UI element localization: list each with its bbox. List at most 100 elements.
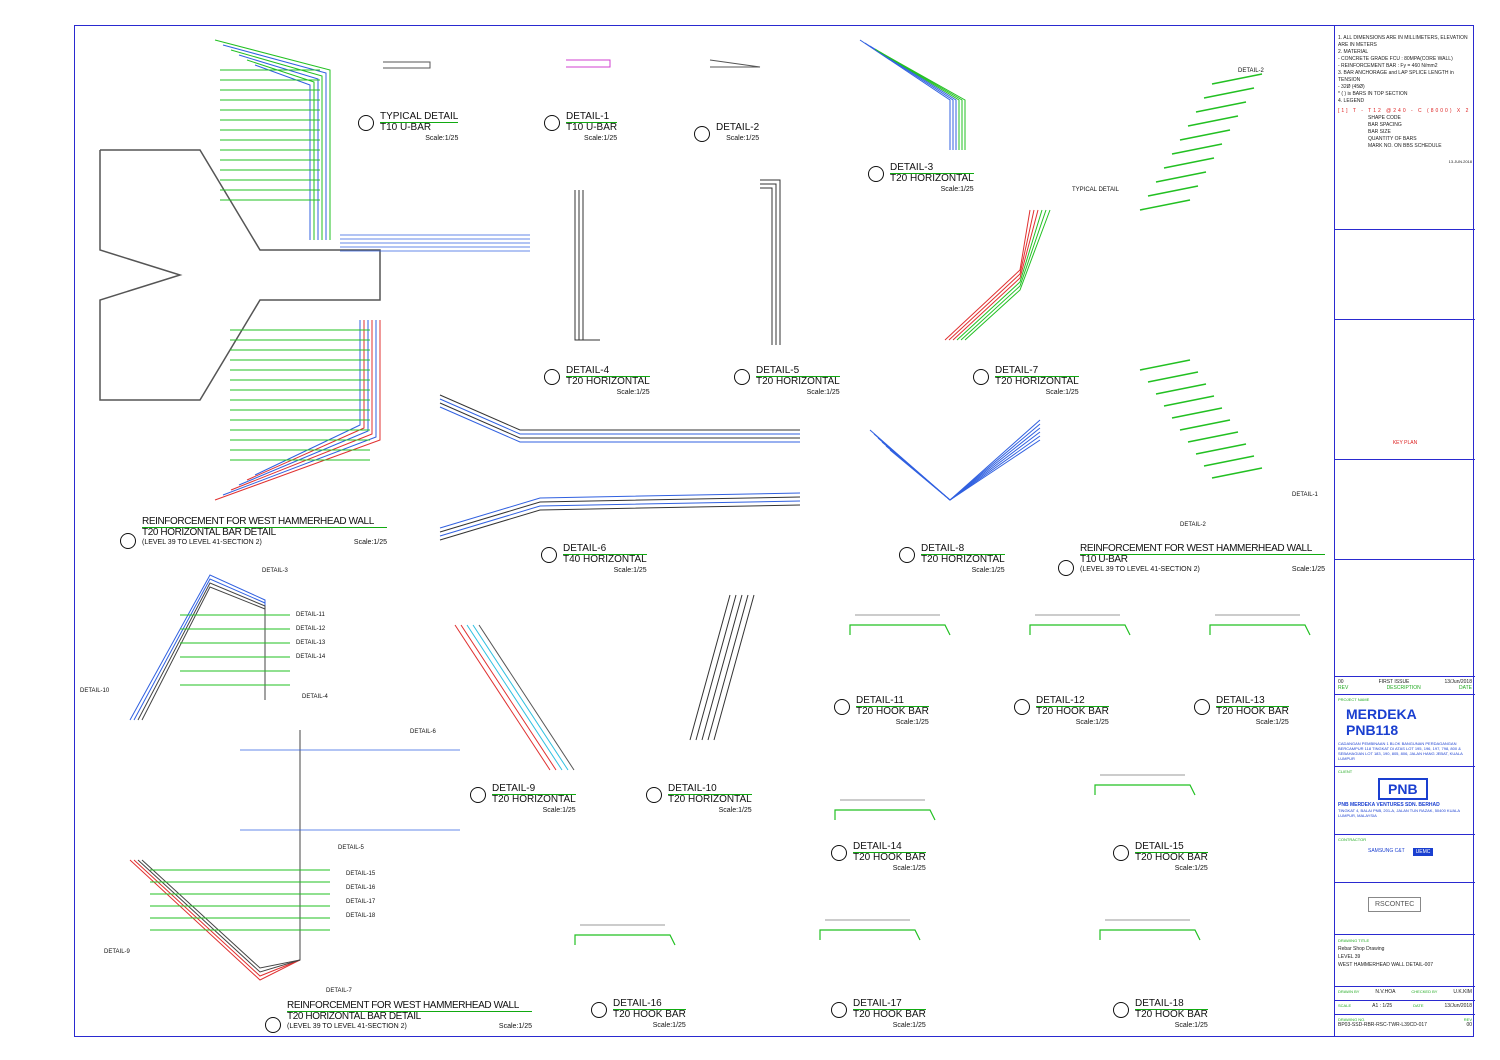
u-bar: [1211, 73, 1263, 85]
label: SCALE: [1338, 1003, 1352, 1008]
u-bar: [1147, 185, 1199, 197]
callout-label: DETAIL-14: [296, 654, 326, 660]
title: DETAIL-2: [716, 122, 760, 133]
drawing-number: BP03-SSD-RBR-RSC-TWR-L39CD-017: [1338, 1022, 1427, 1028]
subtitle: T20 HORIZONTAL BAR DETAIL: [142, 527, 387, 538]
callout-label: DETAIL-18: [346, 913, 376, 919]
detail-marker: [834, 699, 850, 715]
detail-marker: [868, 166, 884, 182]
hook-bar: [819, 929, 921, 941]
subcontractor-logo: RSCONTEC: [1368, 897, 1422, 912]
subtitle: T20 HORIZONTAL: [756, 376, 840, 387]
title: DETAIL-3: [890, 162, 934, 173]
scale: A1 : 1/25: [1372, 1003, 1393, 1009]
section-bar: [141, 730, 301, 969]
detail-bar: [439, 504, 801, 541]
detail-bar: [873, 433, 1041, 501]
detail-bar: [760, 183, 777, 345]
detail-bar: [760, 187, 773, 345]
detail-bar: [889, 419, 1041, 501]
section-bar: [129, 574, 266, 721]
detail-marker: [265, 1017, 281, 1033]
general-notes: 1. ALL DIMENSIONS ARE IN MILLIMETERS, EL…: [1335, 25, 1475, 230]
detail-marker: [1014, 699, 1030, 715]
detail-bar: [460, 624, 557, 771]
title: TYPICAL DETAIL: [380, 111, 459, 122]
title: DETAIL-18: [1135, 998, 1184, 1009]
title: DETAIL-13: [1216, 695, 1265, 706]
callout-label: DETAIL-13: [296, 640, 326, 646]
title: DETAIL-14: [853, 841, 902, 852]
wall-rebar: [238, 54, 319, 240]
detail-marker: [1113, 1002, 1129, 1018]
project-section: PROJECT NAME MERDEKA PNB118 CADANGAN PEM…: [1335, 695, 1475, 767]
u-bar: [1155, 383, 1207, 395]
u-bar: [1163, 395, 1215, 407]
scale: Scale:1/25: [806, 389, 840, 396]
legend-key: SHAPE CODE: [1368, 115, 1401, 121]
wall-rebar: [230, 320, 373, 491]
detail-bar: [713, 594, 755, 741]
u-bar: [1211, 467, 1263, 479]
callout-label: DETAIL-2: [1238, 68, 1264, 74]
hook-bar: [1209, 624, 1311, 636]
subtitle: T20 HORIZONTAL: [668, 794, 752, 805]
detail-bar: [869, 429, 1041, 501]
callout-label: DETAIL-2: [1180, 522, 1206, 528]
label: PROJECT NAME: [1338, 697, 1370, 702]
title: REINFORCEMENT FOR WEST HAMMERHEAD WALL: [1080, 543, 1312, 554]
scale: Scale:1/25: [616, 389, 650, 396]
callout-label: DETAIL-17: [346, 899, 376, 905]
detail-bar: [944, 209, 1031, 341]
legend-key: BAR SPACING: [1368, 122, 1402, 128]
scale: Scale:1/25: [1045, 389, 1079, 396]
scale: Scale:1/25: [498, 1023, 532, 1030]
title-block: 1. ALL DIMENSIONS ARE IN MILLIMETERS, EL…: [1334, 25, 1475, 1037]
u-bar-shape: [709, 59, 761, 68]
subtitle: T20 HOOK BAR: [613, 1009, 686, 1020]
detail-marker: [120, 533, 136, 549]
subtitle: T20 HOOK BAR: [853, 852, 926, 863]
subtitle: T20 HOOK BAR: [1036, 706, 1109, 717]
detail-bar: [478, 624, 575, 771]
wall-rebar: [246, 320, 365, 481]
detail-marker: [1113, 845, 1129, 861]
drawing-title-line: Rebar Shop Drawing: [1338, 946, 1385, 952]
title: DETAIL-7: [995, 365, 1039, 376]
callout-label: DETAIL-7: [326, 988, 352, 994]
section-bar: [141, 586, 266, 721]
detail-marker: [734, 369, 750, 385]
approval-table: [1335, 230, 1475, 320]
subtitle: T20 HOOK BAR: [1135, 1009, 1208, 1020]
detail-bar: [439, 500, 801, 537]
key-plan-small: [1335, 560, 1475, 677]
approval-date: 13.JUN.2018: [1448, 159, 1472, 164]
scale: Scale:1/25: [892, 1022, 926, 1029]
callout-label: DETAIL-16: [346, 885, 376, 891]
rev-date: 13/Jun/2018: [1444, 679, 1472, 685]
u-bar: [1195, 443, 1247, 455]
note: - CONCRETE GRADE FCU : 80MPA(CORE WALL): [1338, 56, 1453, 62]
detail-bar: [707, 594, 749, 741]
scale: Scale:1/25: [1174, 865, 1208, 872]
section-bar: [133, 578, 266, 721]
reference-table: [1335, 460, 1475, 560]
legend-key: MARK NO. ON BBS SCHEDULE: [1368, 143, 1442, 149]
detail-marker: [544, 115, 560, 131]
section-bar: [129, 730, 301, 981]
detail-bar: [964, 209, 1051, 341]
wall-rebar: [238, 320, 369, 486]
scale: Scale:1/25: [1174, 1022, 1208, 1029]
title: DETAIL-10: [668, 783, 717, 794]
